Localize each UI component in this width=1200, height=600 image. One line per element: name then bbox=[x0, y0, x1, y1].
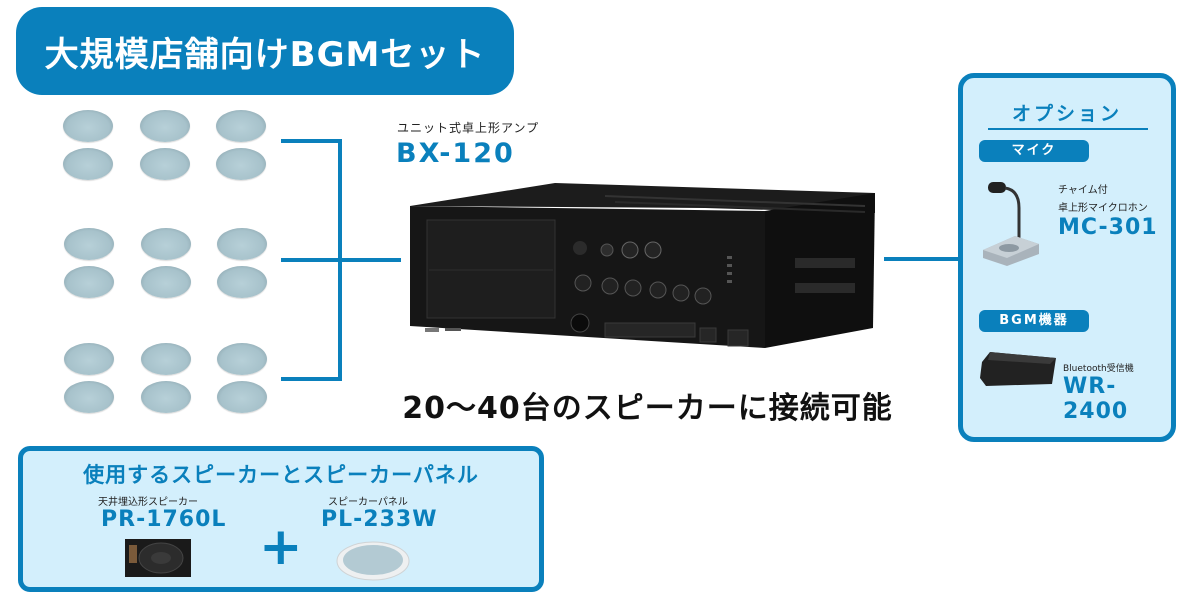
ceiling-speaker-icon bbox=[216, 148, 266, 180]
connection-capacity-caption: 20〜40台のスピーカーに接続可能 bbox=[402, 391, 893, 426]
amplifier-image bbox=[405, 178, 885, 360]
mic-model: MC-301 bbox=[1058, 215, 1158, 240]
ceiling-speaker-icon bbox=[64, 228, 114, 260]
category-label-bgm: BGM機器 bbox=[979, 310, 1089, 332]
options-title: オプション bbox=[1011, 103, 1122, 125]
panel-desc: スピーカーパネル bbox=[328, 497, 408, 508]
used-products-title: 使用するスピーカーとスピーカーパネル bbox=[83, 463, 479, 487]
ceiling-speaker-icon bbox=[141, 343, 191, 375]
option-connector-line bbox=[884, 257, 964, 261]
options-panel: オプション マイク チャイム付 卓上形マイクロホン MC-301 BGM機器 B… bbox=[958, 73, 1176, 442]
speaker-desc: 天井埋込形スピーカー bbox=[98, 497, 198, 508]
ceiling-speaker-icon bbox=[217, 266, 267, 298]
ceiling-speaker-unit-image bbox=[123, 537, 193, 579]
ceiling-speaker-icon bbox=[141, 381, 191, 413]
ceiling-speaker-icon bbox=[64, 381, 114, 413]
ceiling-speaker-icon bbox=[141, 266, 191, 298]
options-title-rule bbox=[988, 128, 1148, 130]
panel-model: PL-233W bbox=[321, 507, 438, 532]
category-label-mic: マイク bbox=[979, 140, 1089, 162]
ceiling-speaker-icon bbox=[64, 266, 114, 298]
amplifier-model: BX-120 bbox=[396, 138, 515, 169]
receiver-model: WR-2400 bbox=[1063, 374, 1129, 424]
ceiling-speaker-icon bbox=[217, 228, 267, 260]
speaker-panel-image bbox=[335, 541, 411, 581]
mic-desc-line1: チャイム付 bbox=[1058, 185, 1108, 196]
ceiling-speaker-icon bbox=[216, 110, 266, 142]
microphone-image bbox=[975, 178, 1045, 268]
ceiling-speaker-icon bbox=[141, 228, 191, 260]
mic-desc-line2: 卓上形マイクロホン bbox=[1058, 203, 1148, 214]
ceiling-speaker-icon bbox=[140, 110, 190, 142]
bluetooth-receiver-image bbox=[978, 350, 1058, 390]
plus-icon: + bbox=[259, 517, 303, 577]
ceiling-speaker-icon bbox=[63, 148, 113, 180]
ceiling-speaker-icon bbox=[63, 110, 113, 142]
speaker-model: PR-1760L bbox=[101, 507, 227, 532]
ceiling-speaker-icon bbox=[217, 381, 267, 413]
used-products-panel: 使用するスピーカーとスピーカーパネル 天井埋込形スピーカー PR-1760L +… bbox=[18, 446, 544, 592]
ceiling-speaker-icon bbox=[217, 343, 267, 375]
amplifier-subtitle: ユニット式卓上形アンプ bbox=[397, 121, 540, 135]
ceiling-speaker-icon bbox=[64, 343, 114, 375]
ceiling-speaker-icon bbox=[140, 148, 190, 180]
page-title: 大規模店舗向けBGMセット bbox=[16, 7, 514, 95]
receiver-desc: Bluetooth受信機 bbox=[1063, 364, 1134, 374]
